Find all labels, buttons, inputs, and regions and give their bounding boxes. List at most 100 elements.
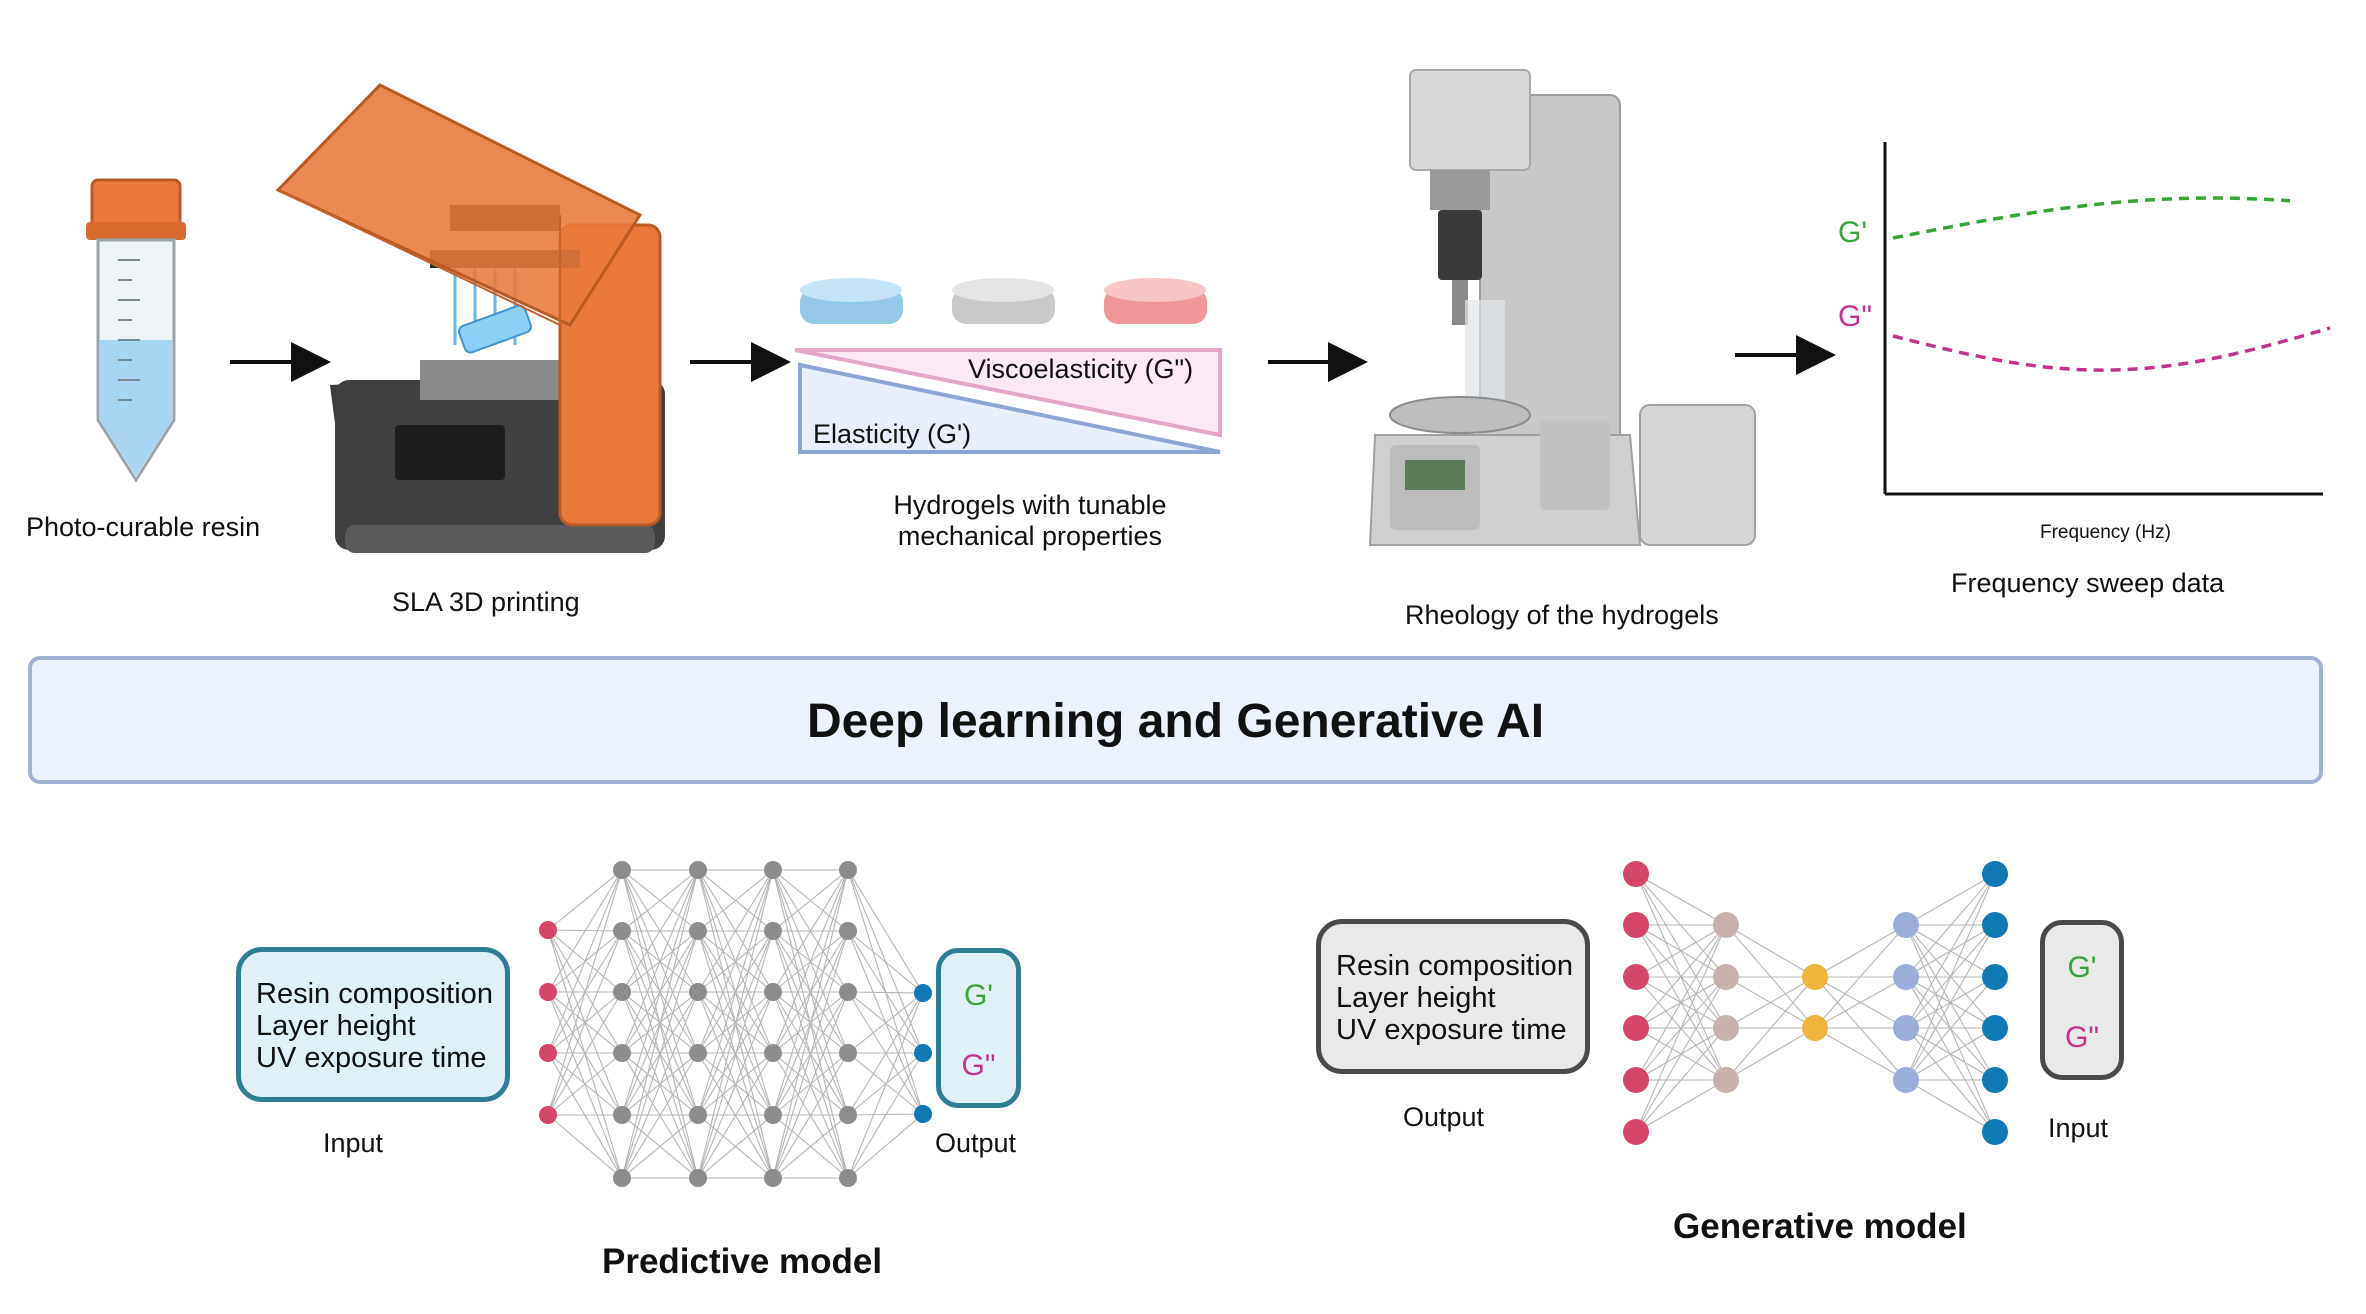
generative-edge <box>1725 976 1816 1029</box>
generative-edge <box>1905 1027 1996 1081</box>
elasticity-label: Elasticity (G') <box>813 419 972 449</box>
predictive-node-layer-4 <box>839 1106 857 1124</box>
plot-gprime-label: G' <box>1838 216 1868 249</box>
generative-input-label: Input <box>2048 1113 2109 1143</box>
predictive-edge <box>547 869 623 931</box>
predictive-node-layer-0 <box>539 1106 557 1124</box>
predictive-input-line-2: Layer height <box>256 1010 416 1042</box>
generative-edge <box>1814 976 1907 1029</box>
generative-output-line-3: UV exposure time <box>1336 1014 1567 1046</box>
predictive-node-layer-5 <box>914 984 932 1002</box>
resin-tube-icon <box>86 178 186 483</box>
generative-edge <box>1635 924 1727 1133</box>
predictive-edge <box>697 869 774 932</box>
predictive-input-box: Resin composition Layer height UV exposu… <box>236 947 510 1102</box>
predictive-edge <box>847 992 924 1116</box>
generative-node-layer-2 <box>1802 1015 1828 1041</box>
predictive-node-layer-1 <box>613 861 631 879</box>
predictive-edge <box>547 991 623 1116</box>
predictive-edge <box>621 930 699 1179</box>
hydrogel-discs-icon <box>800 278 1207 324</box>
generative-edge <box>1725 1027 1816 1081</box>
generative-edge <box>1814 924 1907 1029</box>
predictive-edge <box>547 869 623 1054</box>
generative-node-layer-1 <box>1713 912 1739 938</box>
generative-output-label: Output <box>1403 1102 1485 1132</box>
predictive-edge <box>621 1114 699 1179</box>
generative-node-layer-0 <box>1623 1067 1649 1093</box>
generative-node-layer-2 <box>1802 964 1828 990</box>
predictive-output-box: G' G" <box>936 948 1021 1108</box>
predictive-edge <box>697 869 774 1179</box>
generative-network-edges <box>1635 873 1996 1133</box>
elasticity-wedge <box>798 362 1221 454</box>
resin-label: Photo-curable resin <box>26 512 261 542</box>
predictive-edge <box>772 869 849 1179</box>
hydrogels-label-line1: Hydrogels with tunable <box>893 490 1167 520</box>
predictive-node-layer-4 <box>839 983 857 1001</box>
printing-label: SLA 3D printing <box>392 587 580 617</box>
viscoelasticity-label: Viscoelasticity (G") <box>968 354 1194 384</box>
predictive-edge <box>697 991 774 1179</box>
generative-input-box: G' G" <box>2040 920 2124 1080</box>
generative-edge <box>1905 873 1996 1081</box>
generative-output-line-1: Resin composition <box>1336 950 1573 982</box>
predictive-model-title: Predictive model <box>602 1242 883 1281</box>
gprime-curve <box>1892 196 2291 240</box>
predictive-edge <box>697 869 774 1054</box>
generative-edge <box>1905 976 1996 1081</box>
generative-edge <box>1905 873 1996 1029</box>
predictive-node-layer-4 <box>839 922 857 940</box>
predictive-node-layer-2 <box>689 1106 707 1124</box>
predictive-node-layer-2 <box>689 861 707 879</box>
predictive-node-layer-3 <box>764 1169 782 1187</box>
predictive-edge <box>697 1052 774 1179</box>
viscoelasticity-wedge <box>794 348 1222 438</box>
predictive-node-layer-4 <box>839 861 857 879</box>
predictive-out-gprime: G' <box>963 979 994 1012</box>
predictive-edge <box>621 869 699 1054</box>
predictive-node-layer-0 <box>539 921 557 939</box>
generative-edge <box>1635 976 1727 1133</box>
generative-edge <box>1635 873 1727 926</box>
generative-in-gprime: G' <box>2067 951 2097 984</box>
generative-edge <box>1814 924 1907 978</box>
predictive-edge <box>547 869 623 1116</box>
predictive-edge <box>847 1052 924 1179</box>
predictive-edge <box>697 869 774 993</box>
generative-output-box: Resin composition Layer height UV exposu… <box>1316 919 1590 1074</box>
predictive-node-layer-2 <box>689 922 707 940</box>
predictive-node-layer-3 <box>764 861 782 879</box>
hydrogels-label-line2: mechanical properties <box>897 521 1163 551</box>
predictive-edge <box>772 1052 849 1179</box>
rheometer-icon <box>1368 69 1756 546</box>
generative-edge <box>1905 873 1996 926</box>
predictive-node-layer-1 <box>613 1169 631 1187</box>
frequency-sweep-plot <box>1883 142 2331 496</box>
generative-node-layer-1 <box>1713 964 1739 990</box>
predictive-node-layer-1 <box>613 1106 631 1124</box>
predictive-node-layer-3 <box>764 1106 782 1124</box>
predictive-edge <box>621 869 699 1116</box>
predictive-input-line-1: Resin composition <box>256 978 493 1010</box>
predictive-node-layer-4 <box>839 1169 857 1187</box>
predictive-network-edges <box>547 869 924 1179</box>
predictive-node-layer-5 <box>914 1105 932 1123</box>
network-illustrations <box>539 861 2008 1187</box>
predictive-edge <box>621 869 699 1179</box>
predictive-edge <box>847 992 924 1179</box>
rheology-label: Rheology of the hydrogels <box>1405 600 1719 630</box>
generative-node-layer-0 <box>1623 861 1649 887</box>
sweep-x-axis-label: Frequency (Hz) <box>2040 522 2171 543</box>
predictive-edge <box>772 869 849 1054</box>
predictive-edge <box>547 991 623 1179</box>
generative-edge <box>1635 1027 1727 1133</box>
generative-node-layer-3 <box>1893 1015 1919 1041</box>
predictive-edge <box>847 930 924 994</box>
hydrogels-label: Hydrogels with tunable mechanical proper… <box>820 490 1240 552</box>
predictive-edge <box>847 992 924 1054</box>
generative-node-layer-4 <box>1982 1119 2008 1145</box>
generative-node-layer-1 <box>1713 1015 1739 1041</box>
generative-edge <box>1905 924 1996 1081</box>
